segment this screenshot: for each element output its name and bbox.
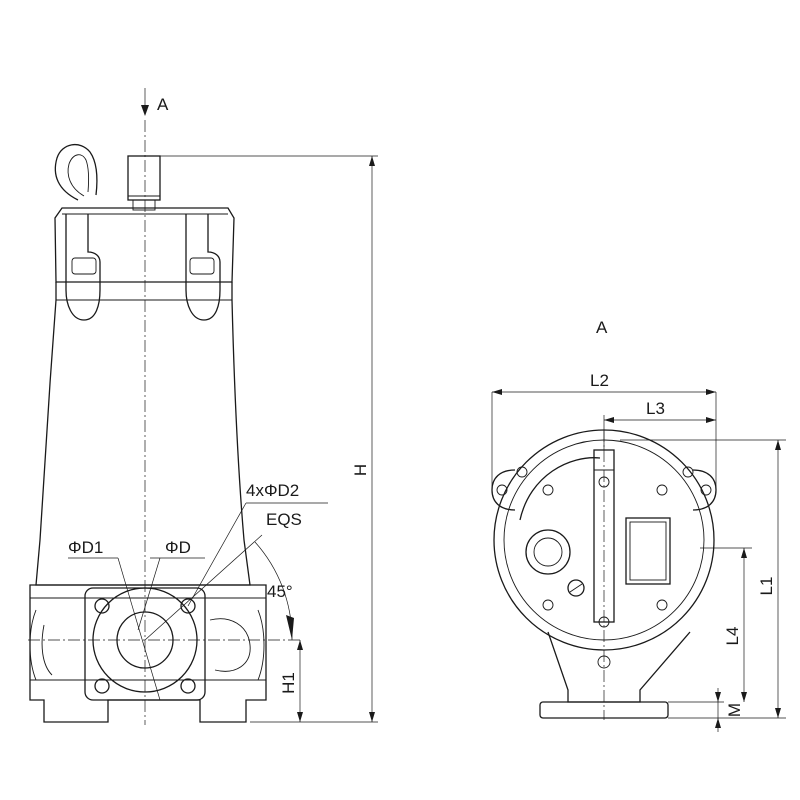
outer-diameter-callout: ΦD1 xyxy=(68,538,161,701)
section-arrow-label: A xyxy=(157,95,169,114)
drain-screw xyxy=(567,579,585,597)
axis-height-label: L4 xyxy=(723,627,742,646)
total-height-label: L1 xyxy=(757,577,776,596)
outer-diameter-label: ΦD1 xyxy=(68,538,103,557)
side-view-title: A xyxy=(596,318,608,337)
outlet-height-dimension: H1 xyxy=(279,640,303,722)
bolt-holes-label: 4xΦD2 xyxy=(246,481,299,500)
side-neck xyxy=(547,631,691,703)
motor-cap xyxy=(54,207,235,283)
total-height-dimension: L1 xyxy=(620,439,786,719)
outlet-height-label: H1 xyxy=(279,672,298,694)
height-label: H xyxy=(351,464,370,476)
base-height-label: M xyxy=(725,703,744,717)
side-base xyxy=(539,701,669,719)
bolt-spacing-label: EQS xyxy=(266,510,302,529)
half-width-label: L3 xyxy=(646,399,665,418)
angle-dimension: 45° xyxy=(144,534,294,641)
inner-diameter-label: ΦD xyxy=(165,538,191,557)
axis-height-dimension: L4 xyxy=(700,547,752,702)
height-dimension: H xyxy=(160,155,378,723)
cable-gland xyxy=(519,457,601,575)
front-view: A xyxy=(28,88,378,725)
left-lug xyxy=(65,214,101,321)
inner-diameter-callout: ΦD xyxy=(137,538,205,631)
volute-casing xyxy=(29,584,267,723)
bolt-holes-callout: 4xΦD2 EQS xyxy=(187,481,328,607)
angle-label: 45° xyxy=(267,582,293,601)
width-dimension: L2 xyxy=(491,371,717,490)
flange-bolt-holes xyxy=(94,598,196,694)
discharge-pipe-top xyxy=(127,155,161,201)
width-label: L2 xyxy=(590,371,609,390)
half-width-dimension: L3 xyxy=(603,399,716,450)
section-arrow: A xyxy=(141,88,169,116)
lifting-handle xyxy=(54,144,98,201)
side-view: A xyxy=(491,318,786,732)
base-height-dimension: M xyxy=(668,688,744,732)
right-lug xyxy=(185,214,221,321)
name-plate xyxy=(625,517,671,585)
